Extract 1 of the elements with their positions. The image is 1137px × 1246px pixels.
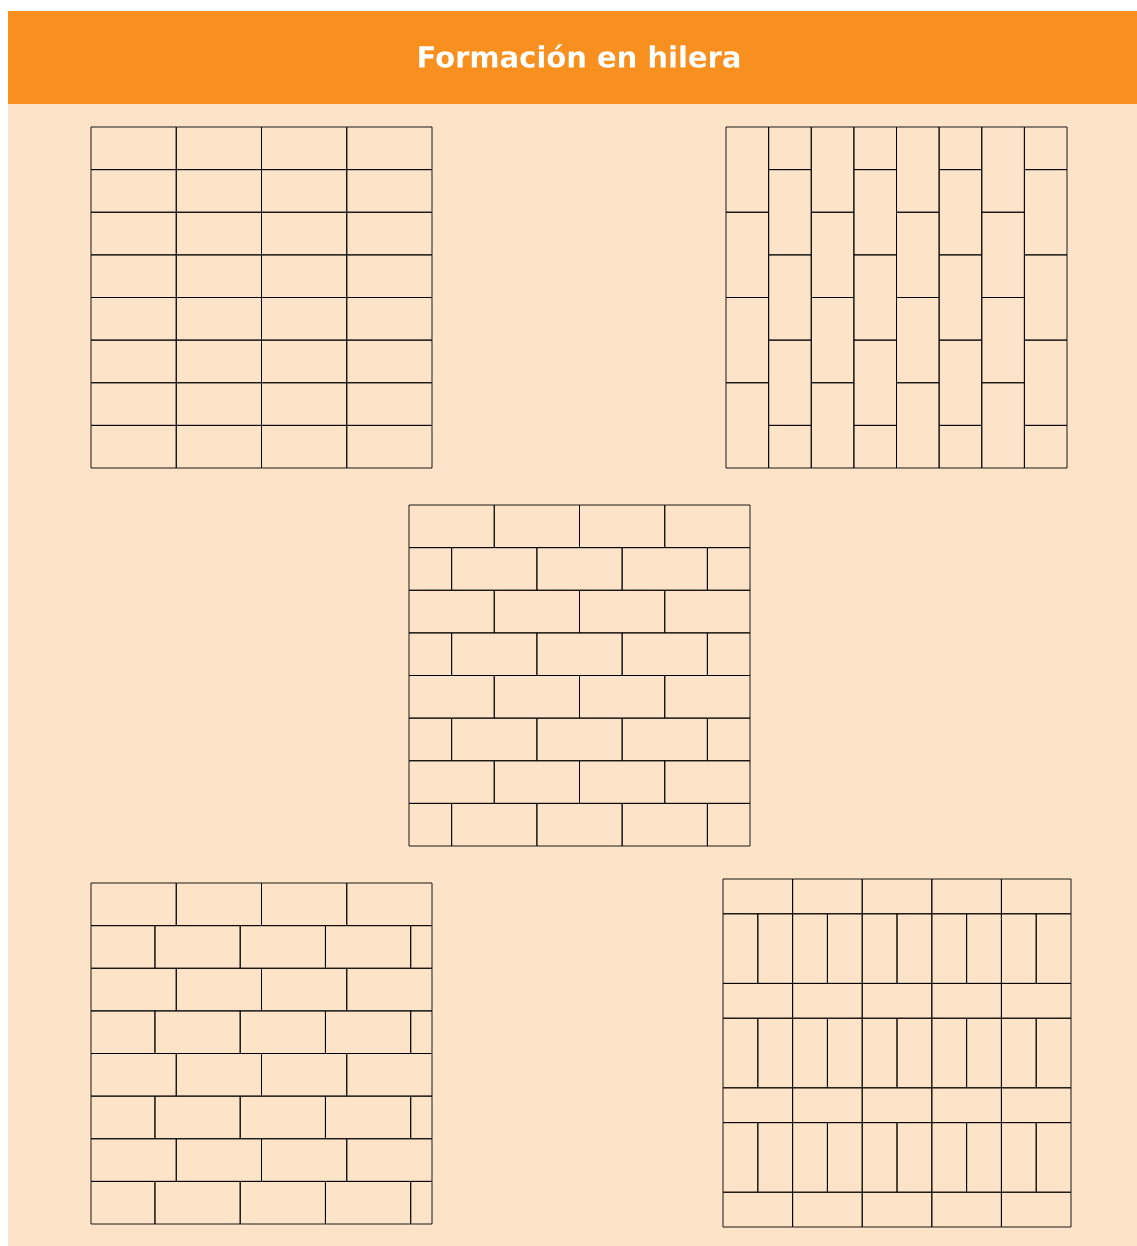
title-banner: Formación en hilera	[8, 11, 1137, 104]
